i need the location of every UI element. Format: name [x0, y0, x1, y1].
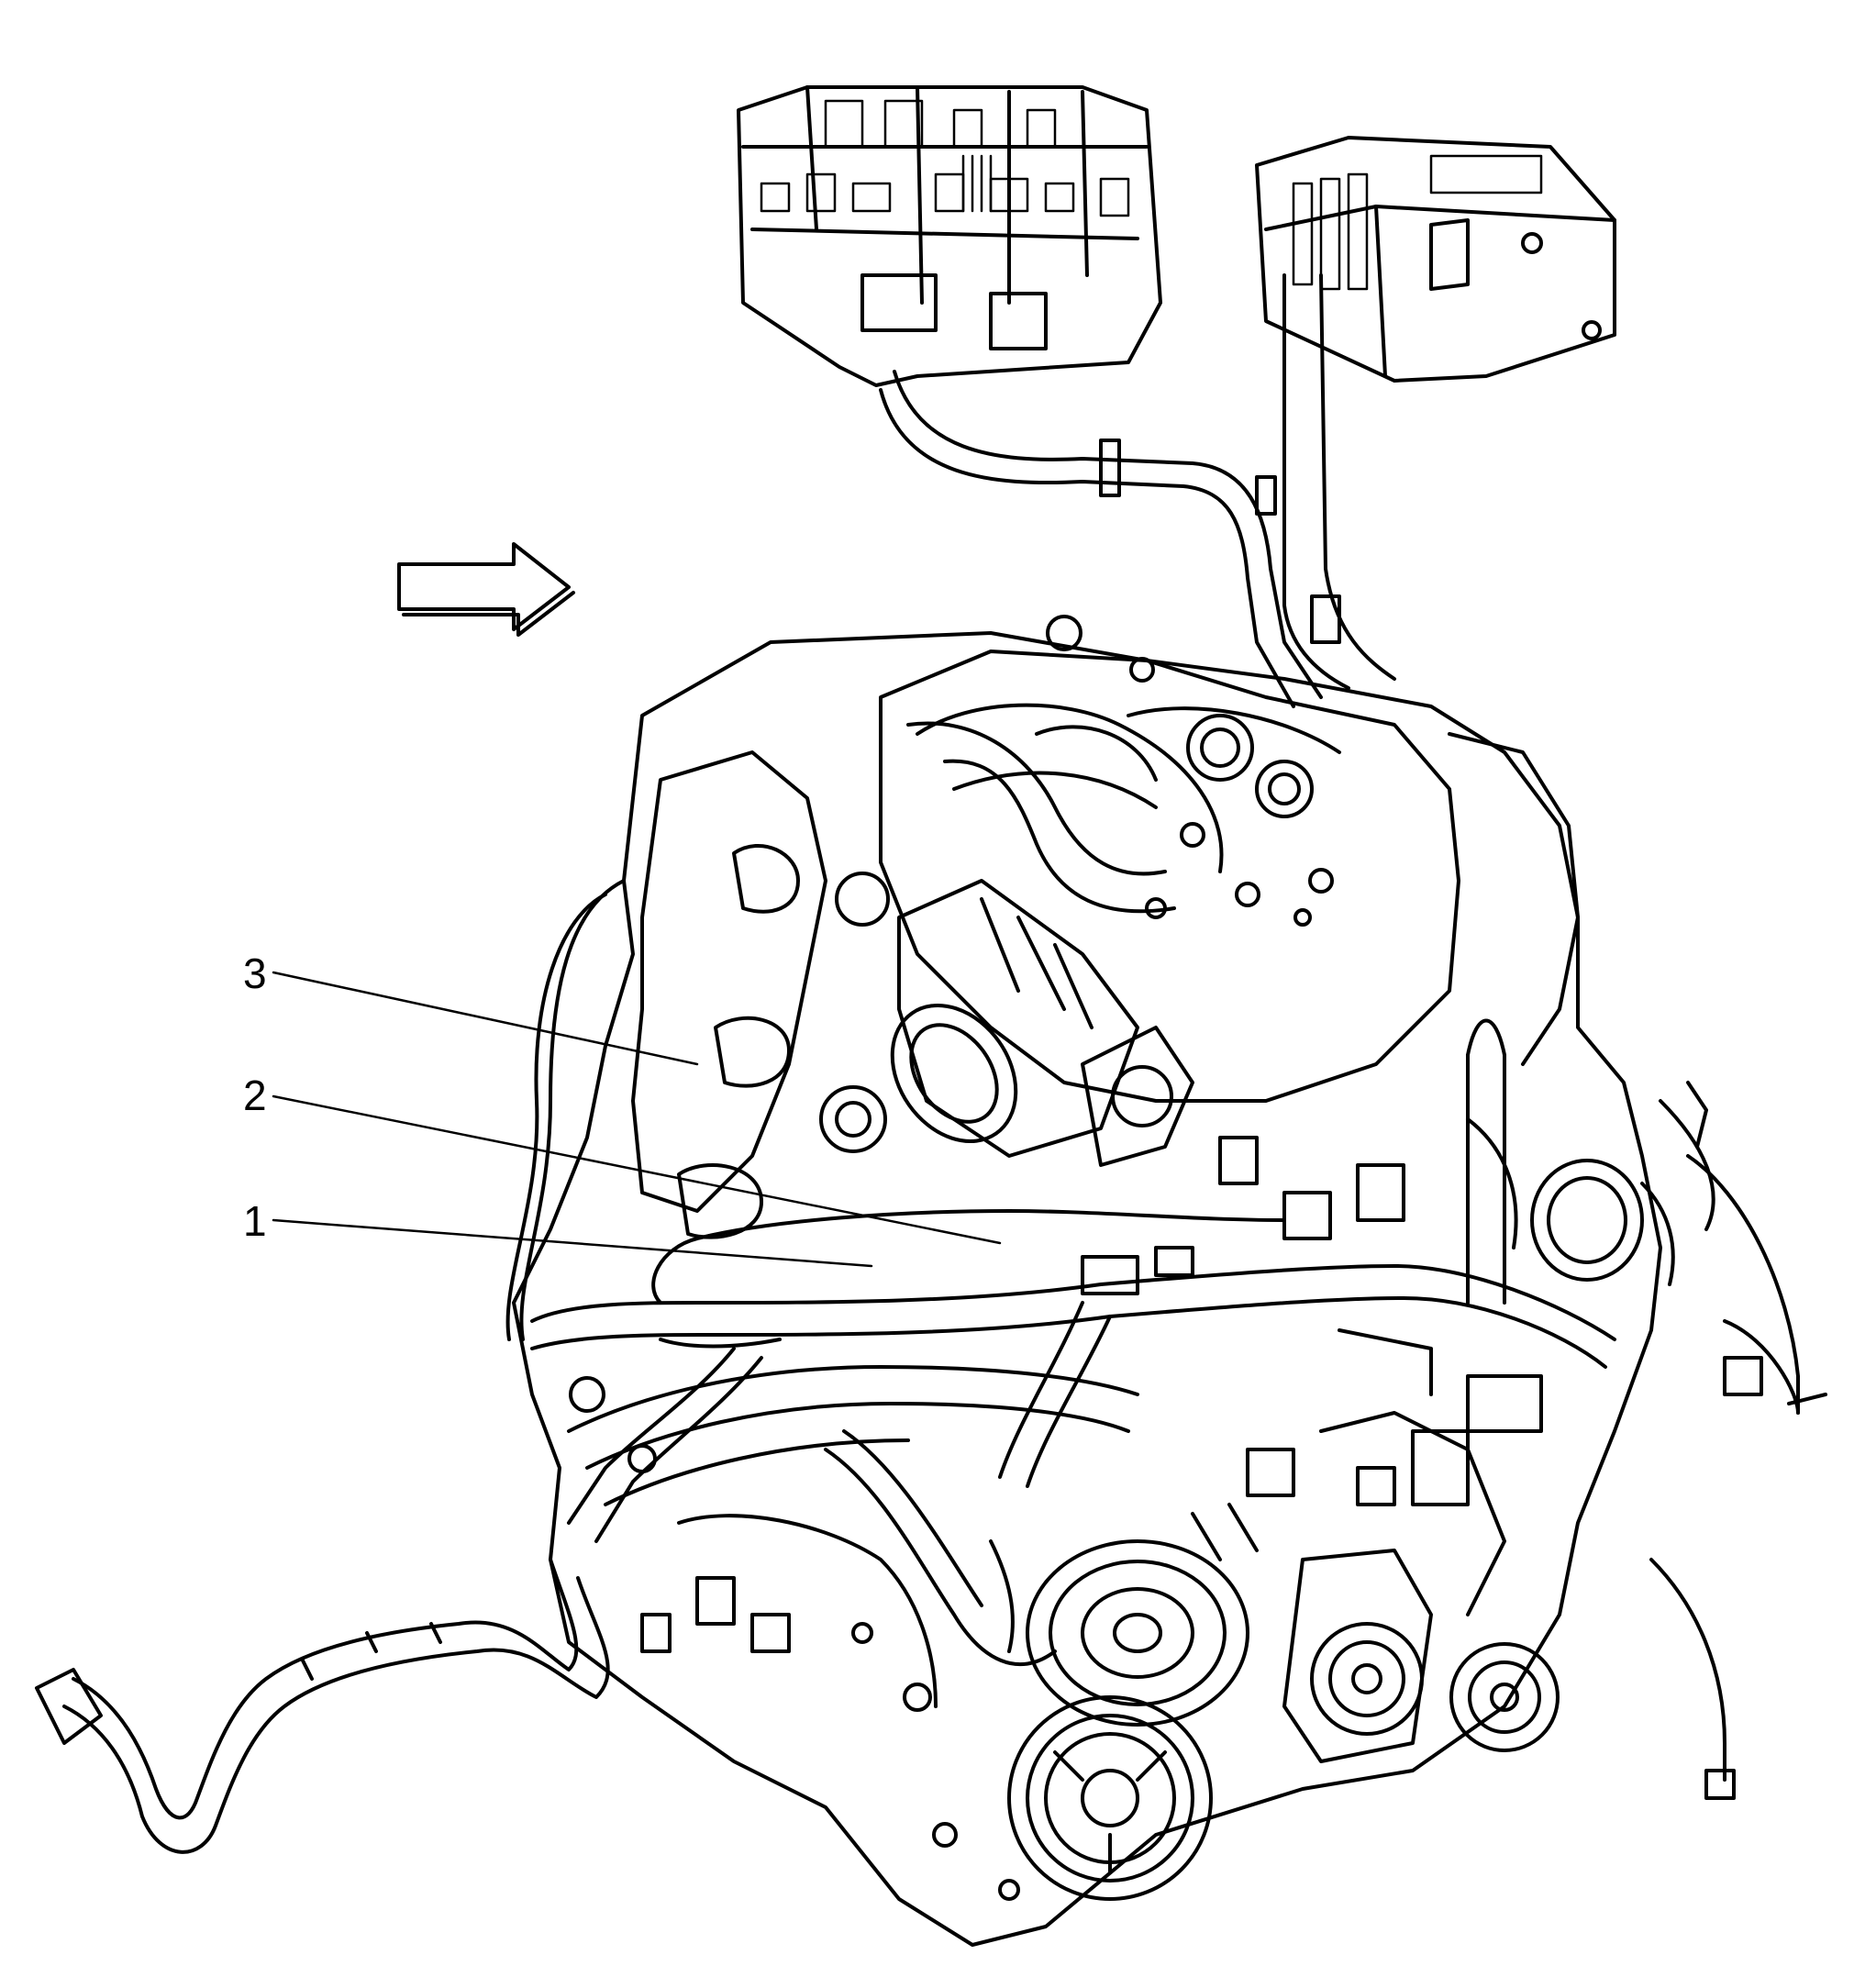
- callout-label-3: 3: [243, 950, 267, 997]
- callout-label-2: 2: [243, 1072, 267, 1119]
- leader-line-3: [272, 971, 699, 1066]
- direction-arrow-icon: [397, 542, 575, 637]
- callout-3: 3: [243, 950, 699, 1066]
- engine-assembly: [35, 615, 1827, 1947]
- fuse-relay-block: [737, 85, 1162, 387]
- leader-line-1: [272, 1218, 873, 1268]
- engine-control-module: [1255, 136, 1616, 383]
- callout-label-1: 1: [243, 1197, 267, 1245]
- upper-harness: [879, 273, 1396, 708]
- leader-line-2: [272, 1094, 1002, 1245]
- callout-2: 2: [243, 1072, 1002, 1245]
- callout-1: 1: [243, 1197, 873, 1268]
